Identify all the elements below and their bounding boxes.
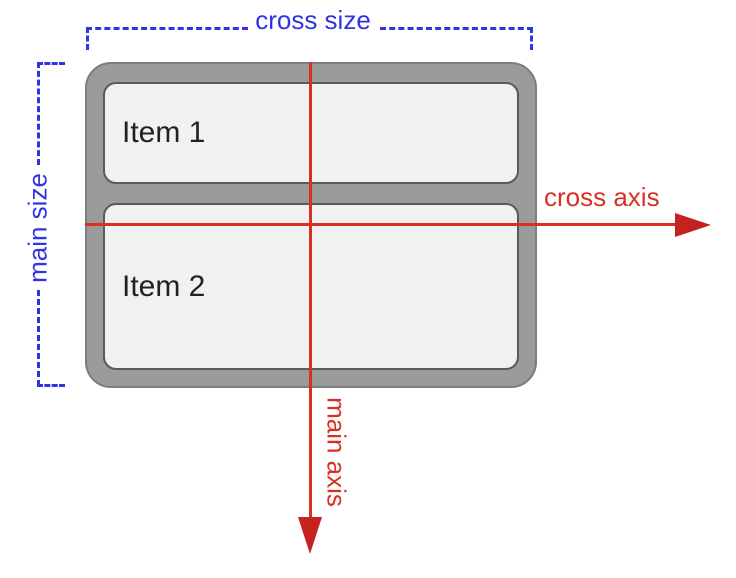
main-axis-label: main axis: [321, 397, 352, 507]
flex-item-label: Item 1: [122, 116, 206, 149]
main-size-bracket-dash-top: [37, 62, 40, 165]
cross-axis-line: [85, 223, 680, 226]
cross-size-bracket-dash-left: [86, 27, 248, 30]
main-axis-arrowhead-icon: [298, 517, 322, 554]
cross-axis-label: cross axis: [544, 182, 660, 212]
cross-size-bracket-end-right: [530, 27, 533, 50]
main-size-bracket-end-bottom: [37, 384, 65, 387]
main-axis-line: [309, 62, 312, 520]
flex-item-label: Item 2: [122, 269, 206, 303]
cross-size-bracket-end-left: [86, 27, 89, 50]
cross-size-label: cross size: [255, 5, 371, 35]
main-size-bracket-dash-bottom: [37, 290, 40, 386]
main-size-bracket-end-top: [37, 62, 65, 65]
cross-axis-arrowhead-icon: [675, 213, 711, 237]
main-size-label: main size: [22, 173, 53, 283]
cross-size-bracket-dash-right: [380, 27, 533, 30]
